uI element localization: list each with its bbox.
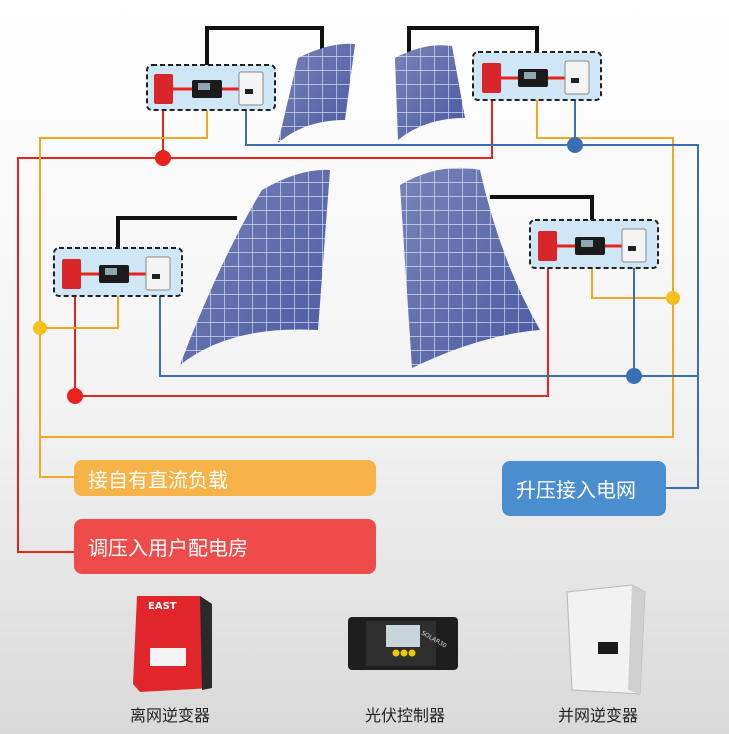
grid-inverter-icon [145,256,171,291]
grid-inverter-caption: 并网逆变器 [557,706,638,725]
solar-panel-4 [400,167,540,368]
offgrid-inverter-icon [538,231,557,261]
grid-boost-label: 升压接入电网 [502,461,666,516]
orange-wiring [39,95,674,478]
offgrid-inverter-icon [154,74,173,104]
grid-inverter-icon [621,228,647,263]
pv-controller-caption: 光伏控制器 [364,706,445,725]
solar-panel-3 [180,169,330,365]
offgrid-inverter-icon [62,259,81,289]
solar-panel-1 [278,43,355,143]
solar-panel-2 [395,45,465,141]
offgrid-inverter-caption: 离网逆变器 [129,706,210,725]
offgrid-inverter-product: EAST [133,596,212,692]
pv-controller-product: SOLAR30 [348,617,458,670]
equipment-group-4 [529,219,659,269]
red-wiring [17,90,549,553]
blue-wiring [159,98,699,489]
grid-inverter-icon [564,60,590,95]
grid-inverter-icon [238,71,264,106]
junction-dots [33,137,680,404]
dc-load-label: 接自有直流负载 [74,460,376,496]
grid-inverter-product [566,584,646,695]
equipment-group-1 [146,64,276,111]
equipment-group-3 [53,247,183,297]
offgrid-inverter-icon [482,63,501,93]
inverter-brand: EAST [148,601,177,612]
user-power-room-label: 调压入用户配电房 [74,519,376,574]
equipment-group-2 [472,51,602,101]
